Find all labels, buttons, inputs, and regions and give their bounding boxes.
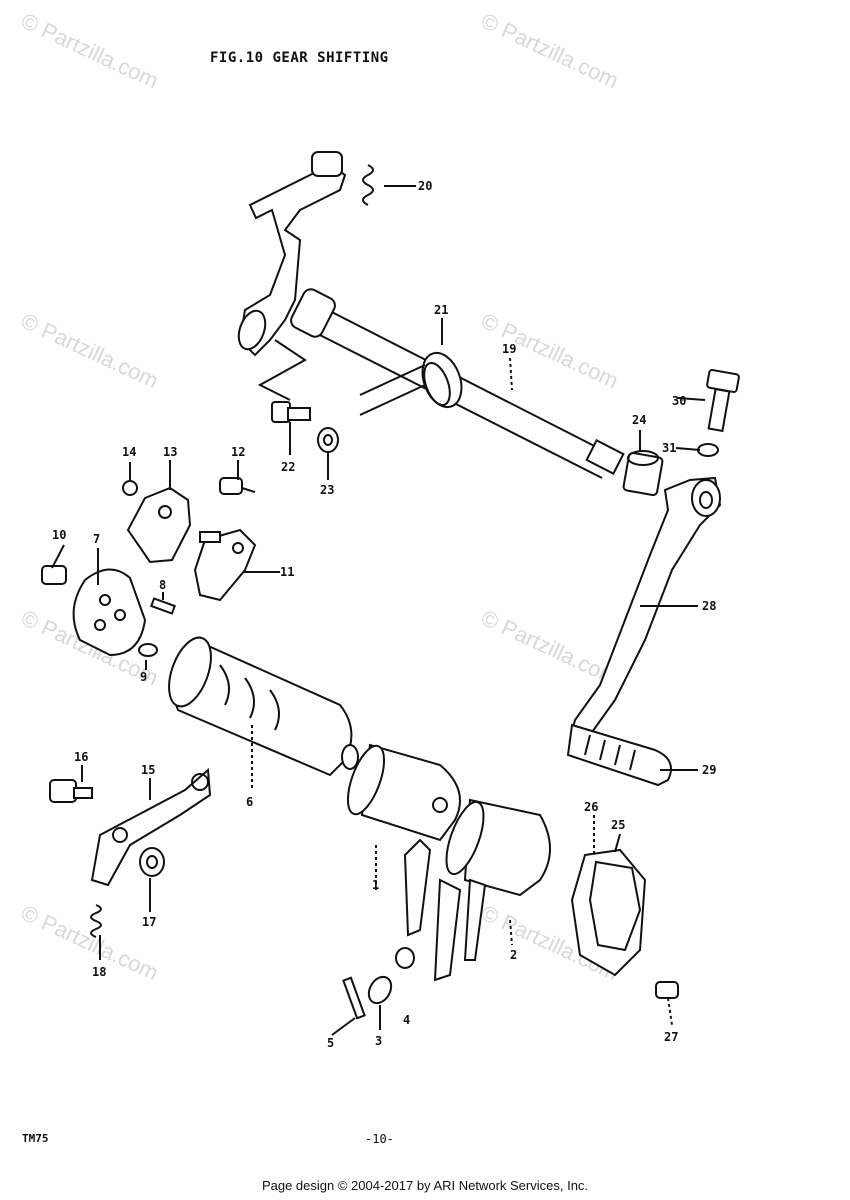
bushing [622, 450, 664, 497]
callout-20: 20 [418, 179, 433, 193]
pin [342, 976, 366, 1020]
page-number: -10- [365, 1132, 394, 1146]
pin [150, 597, 176, 615]
shift-cam-stopper [90, 767, 212, 887]
callout-17: 17 [142, 915, 157, 929]
callout-15: 15 [141, 763, 156, 777]
shift-fork-roller [367, 947, 415, 1005]
callout-19: 19 [502, 342, 517, 356]
callout-27: 27 [664, 1030, 679, 1044]
callout-1: 1 [372, 878, 380, 892]
callout-14: 14 [122, 445, 137, 459]
bolt [49, 779, 77, 803]
callout-2: 2 [510, 948, 518, 962]
washer [317, 427, 339, 453]
callout-31: 31 [662, 441, 677, 455]
shift-drum [346, 743, 461, 937]
callout-26: 26 [584, 800, 599, 814]
callout-13: 13 [163, 445, 178, 459]
shift-fork-rods [359, 364, 426, 416]
screw [655, 981, 679, 999]
callout-7: 7 [93, 532, 101, 546]
copyright-notice: Page design © 2004-2017 by ARI Network S… [261, 1178, 589, 1193]
gear-shift-cam [168, 636, 359, 777]
callout-5: 5 [327, 1036, 335, 1050]
bolt [271, 401, 311, 423]
callout-18: 18 [92, 965, 107, 979]
gear-shift-lever [568, 476, 722, 742]
callout-25: 25 [611, 818, 626, 832]
shift-arm [237, 151, 347, 357]
callout-24: 24 [632, 413, 647, 427]
leader-lines [51, 185, 706, 1036]
callout-8: 8 [159, 578, 167, 592]
callout-29: 29 [702, 763, 717, 777]
washer [139, 847, 165, 877]
screw [41, 565, 67, 585]
pinch-bolt [706, 369, 740, 433]
figure-title: FIG.10 GEAR SHIFTING [210, 50, 389, 66]
callout-3: 3 [375, 1034, 383, 1048]
spring [362, 164, 374, 206]
nut [697, 443, 719, 457]
shift-shaft [290, 288, 625, 479]
callout-4: 4 [403, 1013, 411, 1027]
spring [90, 904, 102, 938]
shift-cam-guide [193, 528, 257, 602]
callout-12: 12 [231, 445, 246, 459]
callout-16: 16 [74, 750, 89, 764]
stopper-plate [122, 480, 192, 564]
shaft-cover [570, 848, 647, 977]
model-code: TM75 [22, 1132, 49, 1145]
callout-21: 21 [434, 303, 449, 317]
callout-10: 10 [52, 528, 67, 542]
cam-pin [138, 643, 158, 657]
shift-fork [433, 798, 551, 982]
callout-6: 6 [246, 795, 254, 809]
callout-22: 22 [281, 460, 296, 474]
callout-30: 30 [672, 394, 687, 408]
screw [219, 477, 243, 495]
shift-pedal-rubber [566, 723, 672, 787]
callout-9: 9 [140, 670, 148, 684]
callout-11: 11 [280, 565, 295, 579]
cam-stopper-plate [72, 568, 147, 657]
callout-23: 23 [320, 483, 335, 497]
callout-28: 28 [702, 599, 717, 613]
